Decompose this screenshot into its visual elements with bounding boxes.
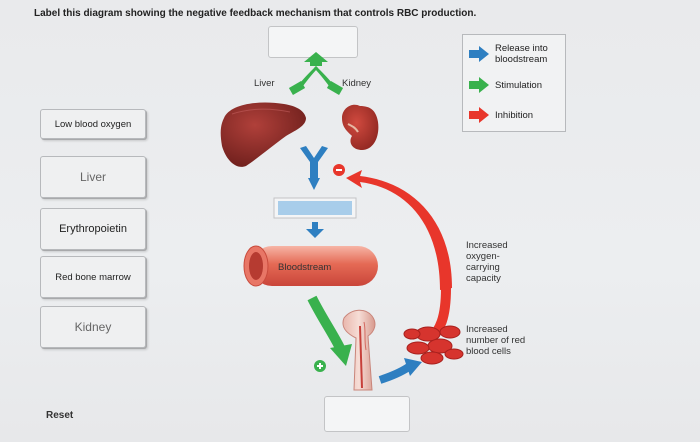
kidney-organ <box>342 104 379 150</box>
diagram-increased-rbc-label: Increased number of red blood cells <box>466 324 526 357</box>
bloodstream-vessel <box>252 246 378 286</box>
diagram-bloodstream-label: Bloodstream <box>278 262 332 273</box>
legend-inhibition: Inhibition <box>469 107 533 123</box>
legend-release-label: Release into bloodstream <box>495 43 548 65</box>
legend-stimulation: Stimulation <box>469 77 542 93</box>
instruction-title: Label this diagram showing the negative … <box>34 8 477 19</box>
blue-release-arrow-y <box>300 146 328 190</box>
green-stimulation-arrow-top <box>288 52 344 95</box>
legend-release: Release into bloodstream <box>469 43 565 65</box>
green-stimulation-arrow-bottom <box>307 295 345 351</box>
label-erythropoietin[interactable]: Erythropoietin <box>40 208 146 250</box>
label-liver[interactable]: Liver <box>40 156 146 198</box>
blue-arrow-icon <box>469 46 489 62</box>
red-blood-cells <box>403 325 464 365</box>
reset-button[interactable]: Reset <box>46 410 74 421</box>
label-red-bone-marrow[interactable]: Red bone marrow <box>40 256 146 298</box>
bone-marrow-illustration <box>342 309 376 391</box>
diagram-kidney-label: Kidney <box>342 78 372 89</box>
diagram-liver-label: Liver <box>254 78 275 89</box>
drop-target-bottom[interactable] <box>324 396 410 432</box>
legend-inhibition-label: Inhibition <box>495 109 534 121</box>
legend: Release into bloodstream Stimulation Inh… <box>462 34 566 132</box>
green-arrow-icon <box>469 77 489 93</box>
drop-target-top[interactable] <box>268 26 358 58</box>
liver-organ <box>220 102 306 167</box>
label-kidney[interactable]: Kidney <box>40 306 146 348</box>
red-arrow-icon <box>469 107 489 123</box>
label-low-blood-oxygen[interactable]: Low blood oxygen <box>40 109 146 139</box>
legend-stimulation-label: Stimulation <box>495 79 542 91</box>
red-inhibition-arrow <box>346 170 452 290</box>
diagram-increased-capacity-label: Increased oxygen-carrying capacity <box>466 240 508 284</box>
